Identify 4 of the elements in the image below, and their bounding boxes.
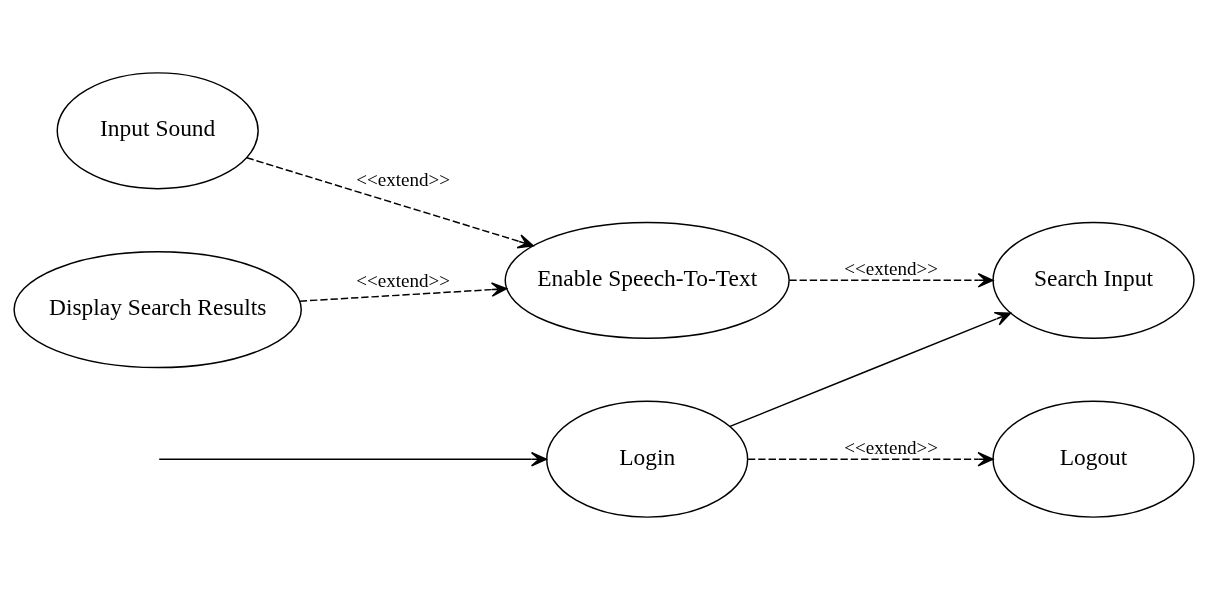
edge-label: <<extend>> [356, 168, 451, 190]
edge-label: <<extend>> [356, 269, 451, 291]
edge-label: <<extend>> [844, 436, 939, 458]
edge-label: <<extend>> [844, 258, 939, 280]
